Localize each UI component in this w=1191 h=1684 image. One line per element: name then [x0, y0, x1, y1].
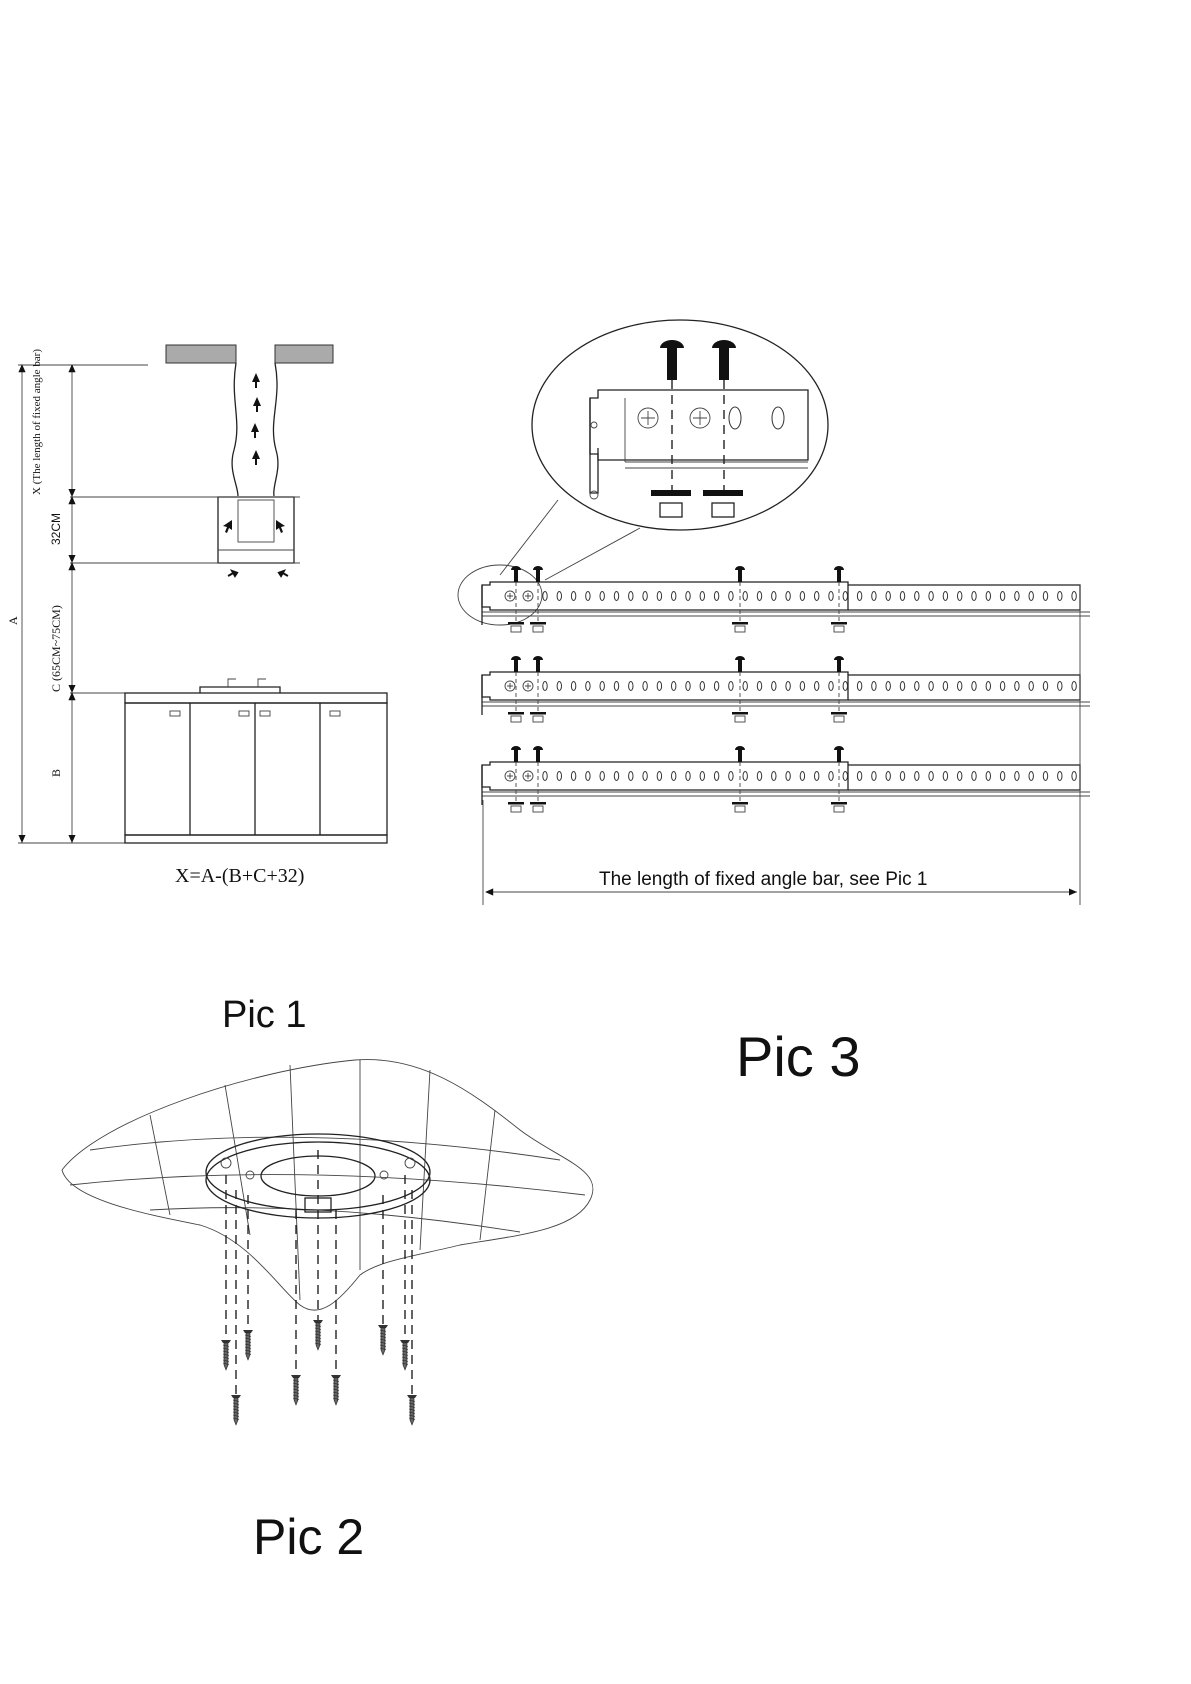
- label-b-dimension: B: [49, 769, 63, 777]
- mounting-screws: [221, 1320, 417, 1426]
- cabinet-plinth: [124, 834, 388, 844]
- label-32cm: 32CM: [49, 513, 63, 545]
- formula: X=A-(B+C+32): [175, 865, 304, 887]
- angle-bar-2: [481, 656, 1090, 723]
- ceiling-slab-right: [274, 344, 334, 364]
- base-cabinet: [124, 702, 388, 836]
- pic2-ceiling-plate-diagram: [61, 1059, 594, 1426]
- pic1-elevation-diagram: X (The length of fixed angle bar) 32CM C…: [6, 344, 388, 887]
- duct-left-edge: [231, 362, 239, 497]
- label-x-dimension: X (The length of fixed angle bar): [31, 349, 43, 495]
- angle-bar-3: [481, 746, 1090, 813]
- countertop: [124, 692, 388, 704]
- screw-guide-lines: [225, 1150, 413, 1395]
- duct-right-edge: [272, 362, 279, 497]
- sink: [199, 686, 281, 693]
- ceiling-slab-left: [165, 344, 237, 364]
- caption-pic-3: Pic 3: [736, 1025, 861, 1088]
- caption-pic-2: Pic 2: [253, 1509, 365, 1565]
- caption-pic-1: Pic 1: [222, 994, 307, 1036]
- hood-inner-duct: [237, 499, 275, 543]
- label-bar-length: The length of fixed angle bar, see Pic 1: [599, 869, 928, 890]
- pic3-angle-bar-diagram: The length of fixed angle bar, see Pic 1: [457, 319, 1090, 905]
- ceiling-surface: [61, 1059, 594, 1311]
- hood-chimney: [217, 496, 295, 564]
- detail-source-circle: [457, 564, 543, 626]
- magnified-detail-circle: [531, 319, 829, 531]
- angle-bar-1: [481, 566, 1090, 633]
- label-c-dimension: C (65CM~75CM): [49, 605, 63, 692]
- label-a-dimension: A: [6, 616, 20, 625]
- airflow-arrows: [223, 373, 289, 578]
